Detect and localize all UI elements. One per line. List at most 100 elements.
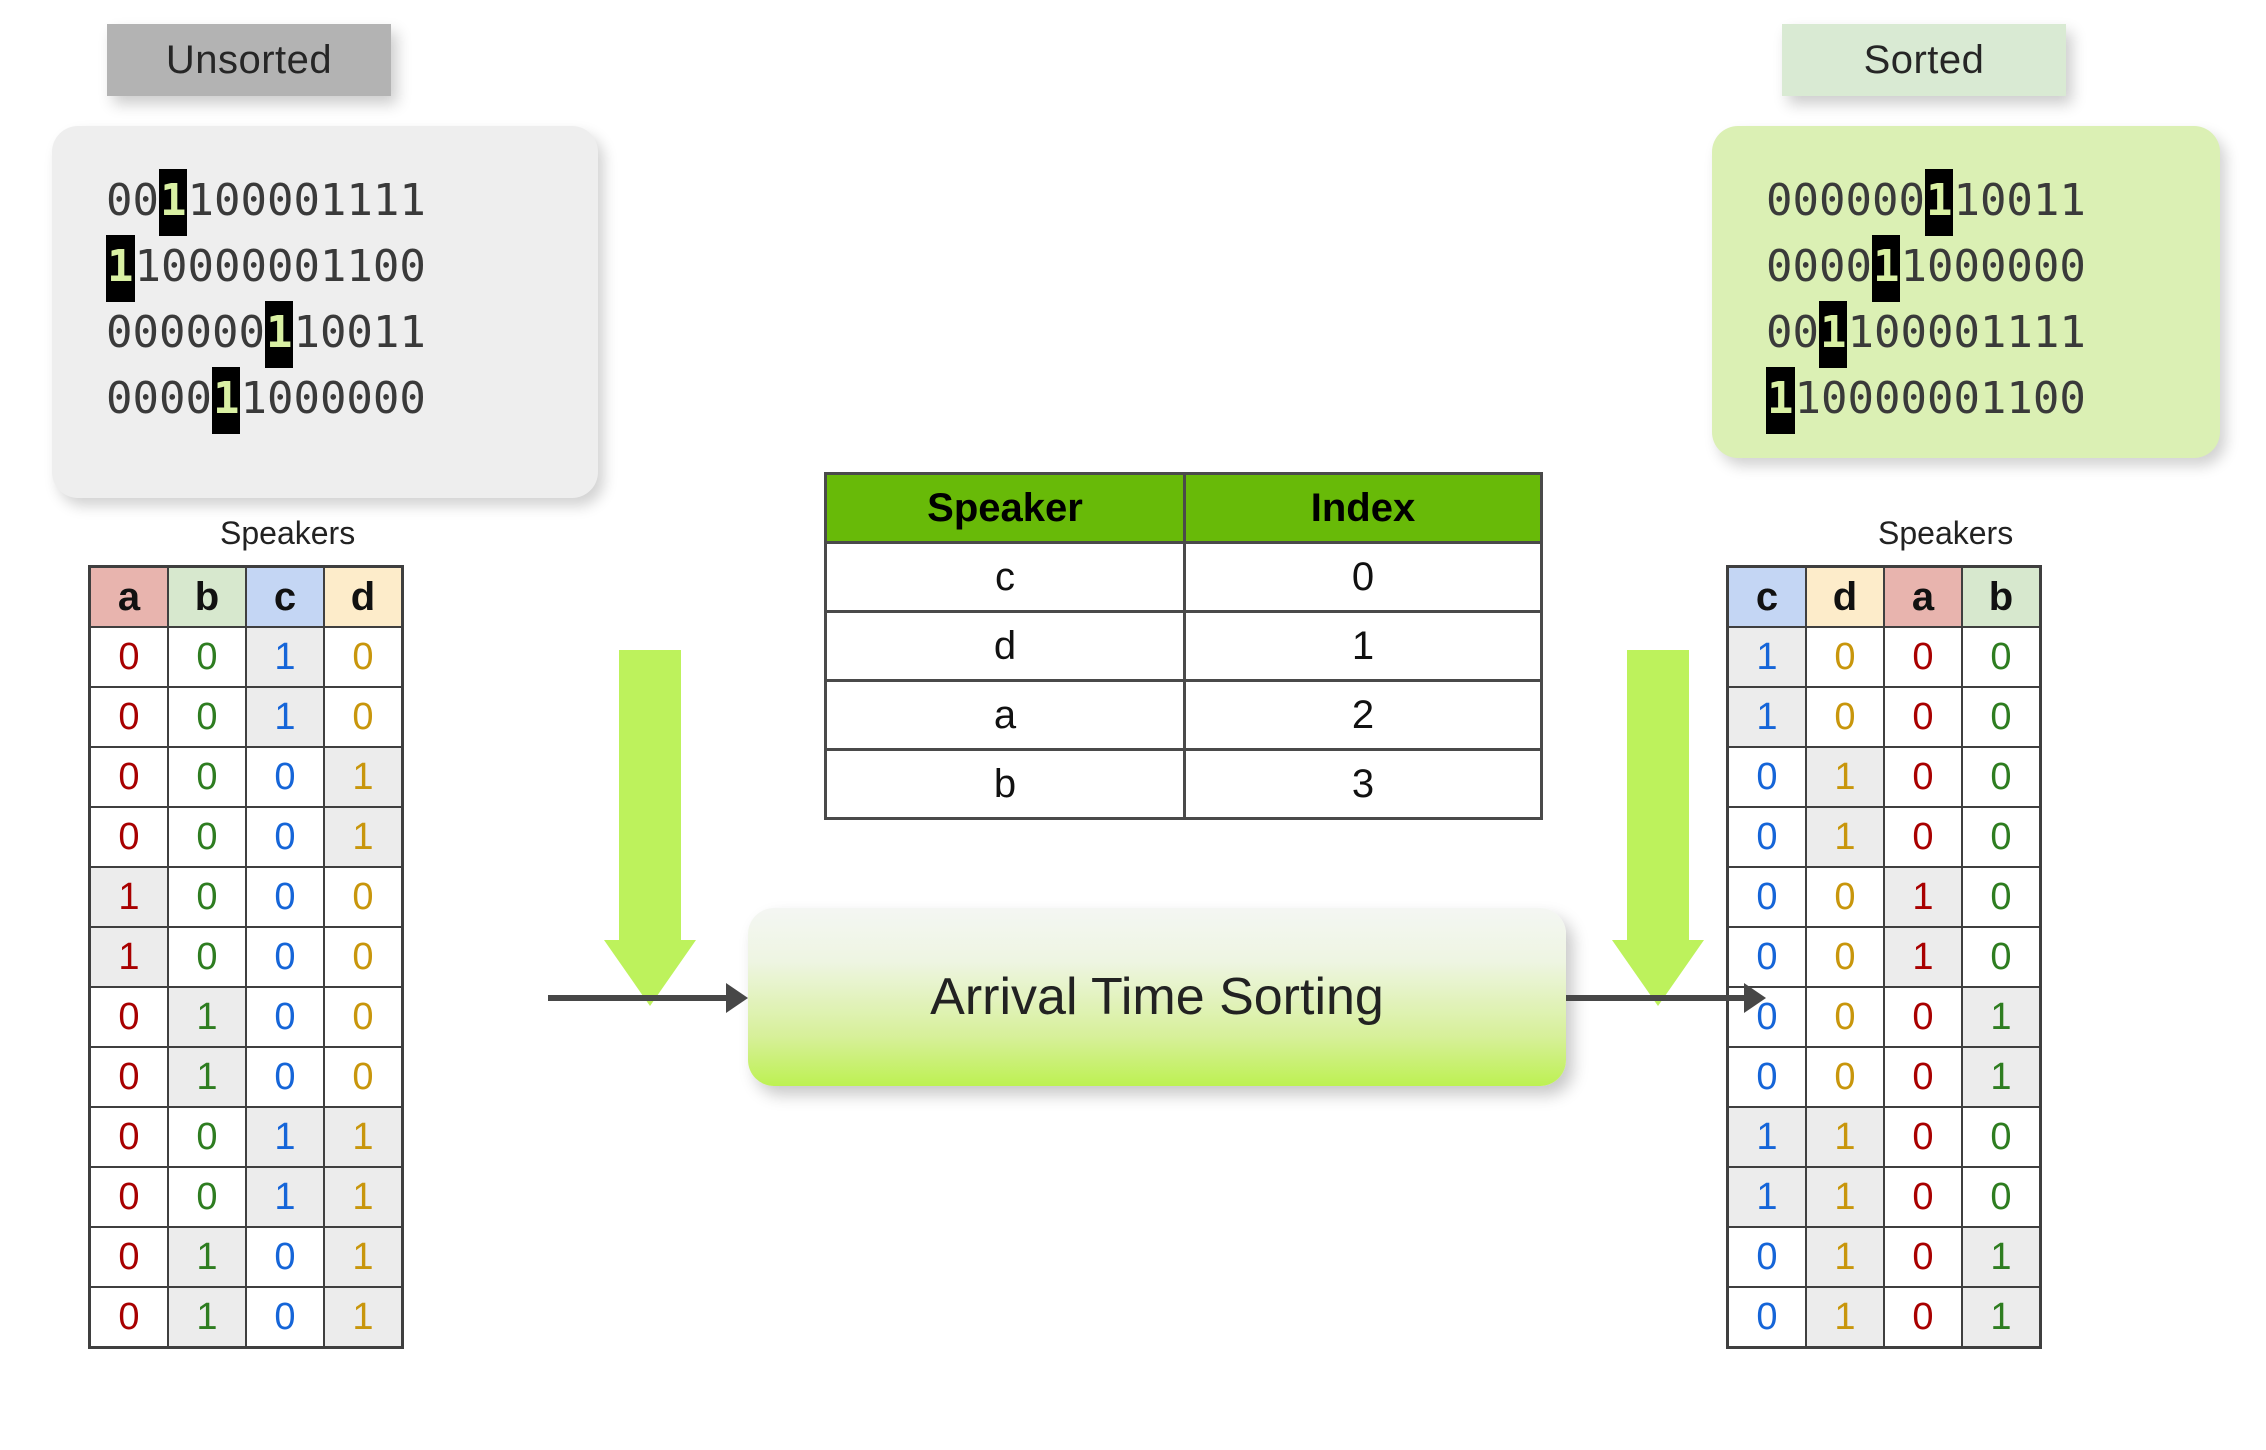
binary-suffix: 10011 <box>1953 175 2086 226</box>
binary-highlight-bit: 1 <box>1924 169 1954 236</box>
binary-prefix: 00 <box>106 175 159 226</box>
matrix-cell: 0 <box>88 1046 169 1108</box>
left-down-arrow-icon <box>604 650 696 1006</box>
speaker-index-cell: c <box>824 541 1186 613</box>
sorted-panel-title: Sorted <box>1782 24 2066 96</box>
matrix-cell: 1 <box>167 1226 247 1288</box>
speaker-index-header-index: Index <box>1183 472 1543 544</box>
matrix-cell: 0 <box>1883 686 1963 748</box>
matrix-cell: 0 <box>88 626 169 688</box>
matrix-cell: 0 <box>167 626 247 688</box>
matrix-cell: 1 <box>1961 1226 2042 1288</box>
matrix-cell: 0 <box>1961 626 2042 688</box>
matrix-cell: 0 <box>1883 1226 1963 1288</box>
binary-suffix: 100001111 <box>1847 307 2086 358</box>
matrix-cell: 0 <box>88 1226 169 1288</box>
matrix-cell: 1 <box>1726 626 1807 688</box>
speaker-index-cell: 1 <box>1183 610 1543 682</box>
matrix-cell: 0 <box>88 806 169 868</box>
matrix-cell: 0 <box>88 986 169 1048</box>
matrix-cell: 0 <box>245 1226 325 1288</box>
speaker-index-header-speaker: Speaker <box>824 472 1186 544</box>
matrix-cell: 1 <box>1805 1106 1885 1168</box>
matrix-cell: 1 <box>323 806 404 868</box>
matrix-cell: 0 <box>88 746 169 808</box>
matrix-cell: 0 <box>245 986 325 1048</box>
binary-suffix: 10000001100 <box>134 241 426 292</box>
binary-row: 000000110011 <box>106 300 426 368</box>
binary-highlight-bit: 1 <box>158 169 188 236</box>
matrix-cell: 0 <box>1883 1286 1963 1349</box>
matrix-cell: 0 <box>1883 986 1963 1048</box>
unsorted-panel-title: Unsorted <box>107 24 391 96</box>
matrix-cell: 0 <box>167 1166 247 1228</box>
binary-row: 001100001111 <box>106 168 426 236</box>
matrix-cell: 0 <box>1883 746 1963 808</box>
matrix-cell: 0 <box>167 806 247 868</box>
matrix-cell: 0 <box>245 866 325 928</box>
matrix-cell: 0 <box>1961 686 2042 748</box>
matrix-cell: 1 <box>245 686 325 748</box>
arrow-tip <box>726 983 748 1013</box>
matrix-cell: 0 <box>1726 806 1807 868</box>
left-speakers-caption: Speakers <box>220 515 356 551</box>
arrival-time-sorting-box[interactable]: Arrival Time Sorting <box>748 908 1566 1086</box>
matrix-cell: 1 <box>323 1226 404 1288</box>
matrix-cell: 0 <box>323 626 404 688</box>
binary-suffix: 10000001100 <box>1794 373 2086 424</box>
matrix-cell: 0 <box>1961 926 2042 988</box>
speaker-index-cell: d <box>824 610 1186 682</box>
matrix-cell: 1 <box>1883 926 1963 988</box>
matrix-cell: 1 <box>1805 806 1885 868</box>
speaker-index-cell: 3 <box>1183 748 1543 820</box>
matrix-cell: 1 <box>1805 1166 1885 1228</box>
matrix-cell: 0 <box>1805 1046 1885 1108</box>
speaker-index-cell: 0 <box>1183 541 1543 613</box>
column-header-c: c <box>1726 565 1807 628</box>
sorted-title-text: Sorted <box>1863 37 1985 82</box>
binary-highlight-bit: 1 <box>1871 235 1901 302</box>
binary-prefix: 0000 <box>1766 241 1872 292</box>
matrix-cell: 0 <box>1726 1046 1807 1108</box>
matrix-cell: 0 <box>167 1106 247 1168</box>
matrix-cell: 1 <box>88 926 169 988</box>
column-header-b: b <box>167 565 247 628</box>
matrix-cell: 0 <box>167 686 247 748</box>
matrix-cell: 0 <box>167 746 247 808</box>
matrix-cell: 1 <box>323 1166 404 1228</box>
binary-row: 000011000000 <box>106 366 426 434</box>
matrix-cell: 1 <box>323 746 404 808</box>
column-header-a: a <box>1883 565 1963 628</box>
matrix-cell: 1 <box>323 1106 404 1168</box>
binary-highlight-bit: 1 <box>264 301 294 368</box>
binary-prefix: 000000 <box>106 307 265 358</box>
matrix-cell: 1 <box>1883 866 1963 928</box>
speaker-index-cell: b <box>824 748 1186 820</box>
matrix-cell: 0 <box>1883 1106 1963 1168</box>
matrix-cell: 0 <box>323 1046 404 1108</box>
matrix-cell: 1 <box>1961 1046 2042 1108</box>
binary-suffix: 100001111 <box>187 175 426 226</box>
arrow-line <box>548 995 726 1001</box>
arrow-shaft <box>619 650 681 940</box>
matrix-cell: 1 <box>167 1286 247 1349</box>
matrix-cell: 0 <box>245 806 325 868</box>
matrix-cell: 0 <box>1726 1226 1807 1288</box>
matrix-cell: 0 <box>167 866 247 928</box>
matrix-cell: 0 <box>88 1106 169 1168</box>
matrix-cell: 0 <box>1726 866 1807 928</box>
